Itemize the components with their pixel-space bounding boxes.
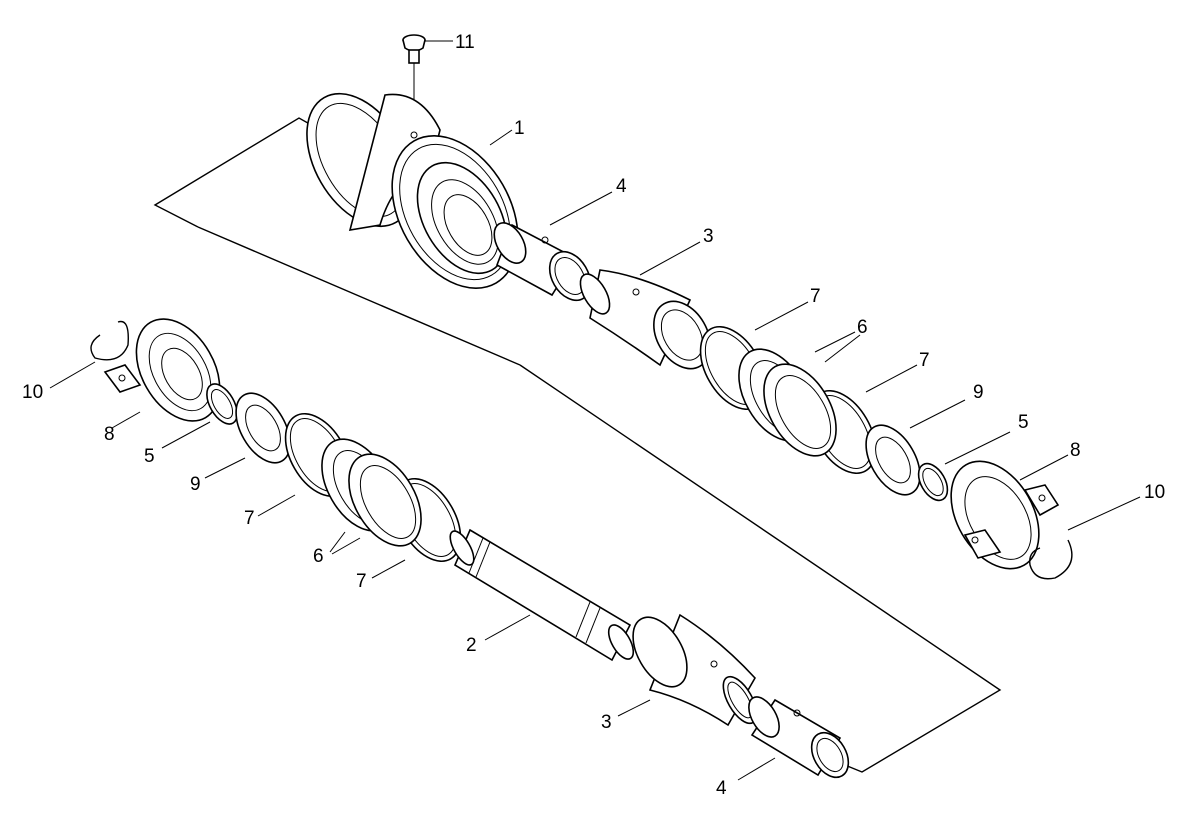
label-2: 2 xyxy=(466,635,477,656)
label-6-left: 6 xyxy=(313,546,324,567)
label-7-left-a: 7 xyxy=(244,508,255,529)
part-8-end-collar-upper xyxy=(950,454,1069,570)
label-7-upper-b: 7 xyxy=(919,350,930,371)
label-5-left: 5 xyxy=(144,446,155,467)
part-5-ring-left xyxy=(161,383,238,449)
part-6-seal-upper xyxy=(738,331,861,457)
part-6-seal-left xyxy=(321,438,422,555)
label-6-upper: 6 xyxy=(857,317,868,338)
label-7-left-b: 7 xyxy=(356,571,367,592)
label-7-upper-a: 7 xyxy=(810,286,821,307)
part-4-bushing-lower xyxy=(737,696,850,781)
reference-labels: 11 1 4 3 7 6 7 9 5 8 10 10 8 5 9 7 6 7 2… xyxy=(22,32,1165,799)
part-3-collar-upper xyxy=(579,241,711,370)
part-2-shaft xyxy=(449,528,635,662)
part-1-roller xyxy=(306,92,519,289)
part-9-washer-left xyxy=(204,392,291,479)
part-4-bushing-upper xyxy=(493,191,613,302)
label-11: 11 xyxy=(455,32,475,53)
label-8-left: 8 xyxy=(104,424,115,445)
part-10-snap-ring-left xyxy=(49,320,129,389)
part-8-end-collar-left xyxy=(103,318,221,429)
label-8-upper: 8 xyxy=(1070,440,1081,461)
part-3-collar-lower xyxy=(617,613,758,727)
label-5-upper: 5 xyxy=(1018,412,1029,433)
label-3-upper: 3 xyxy=(703,226,714,247)
label-9-upper: 9 xyxy=(973,382,984,403)
part-9-washer-upper xyxy=(865,399,966,496)
label-10-left: 10 xyxy=(22,382,43,403)
label-4-lower: 4 xyxy=(716,778,727,799)
label-1: 1 xyxy=(514,118,525,139)
label-3-lower: 3 xyxy=(601,712,612,733)
part-10-snap-ring-upper xyxy=(1029,496,1141,580)
label-9-left: 9 xyxy=(190,474,201,495)
label-4-upper: 4 xyxy=(616,176,627,197)
part-5-ring-upper xyxy=(917,431,1011,502)
label-10-upper: 10 xyxy=(1144,482,1165,503)
